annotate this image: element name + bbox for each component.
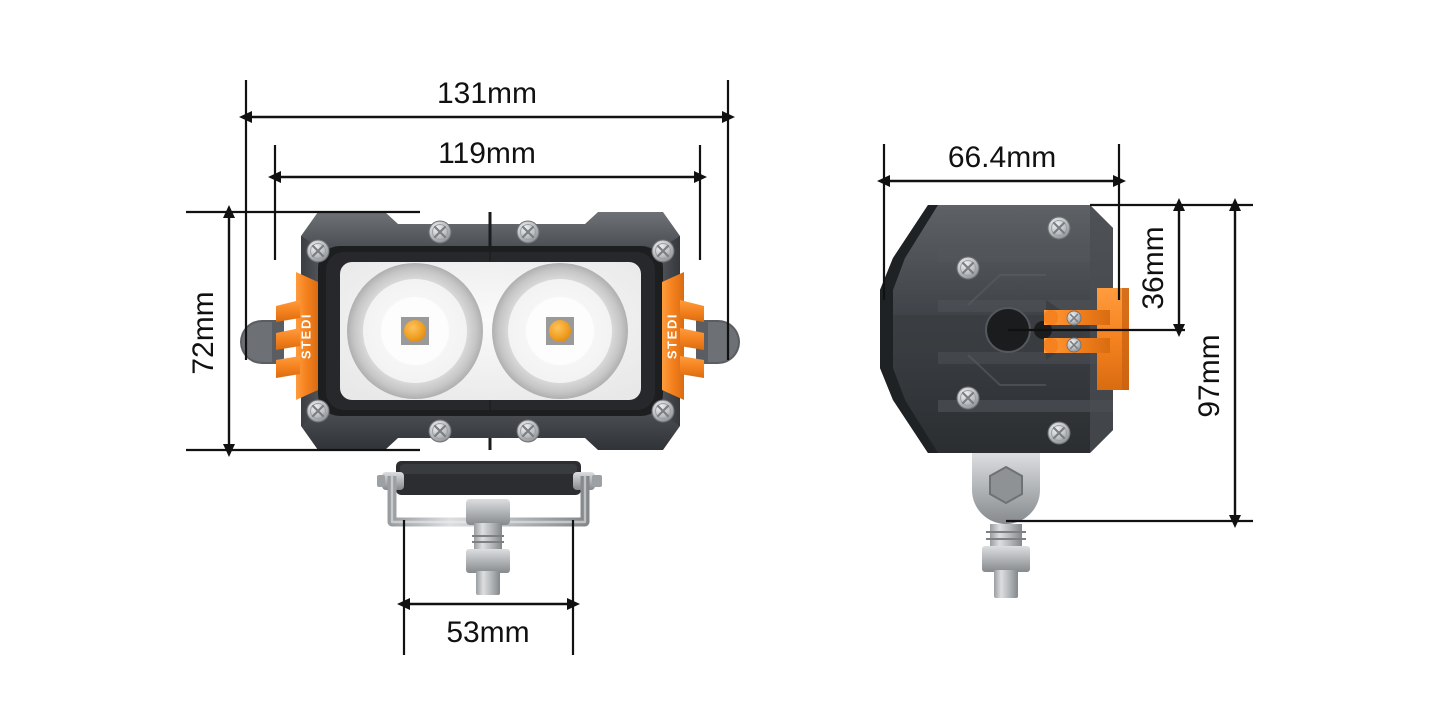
dim-label-119mm: 119mm — [438, 137, 536, 170]
front-view-product: STEDI STEDI — [240, 212, 740, 595]
housing-screw — [650, 238, 676, 264]
housing-screw — [650, 398, 676, 424]
front-view-dimensions: 131mm 119mm 72mm 53mm — [186, 77, 735, 655]
side-housing-screw — [1046, 420, 1072, 446]
led-reflector — [492, 263, 628, 399]
housing-screw — [305, 398, 331, 424]
dim-label-131mm: 131mm — [437, 77, 537, 110]
housing-screw — [427, 418, 453, 444]
side-bracket-orange — [1044, 288, 1129, 390]
side-housing-screw — [955, 255, 981, 281]
front-mount-bracket — [377, 461, 602, 595]
dim-label-97mm: 97mm — [1193, 334, 1226, 417]
brand-badge-right: STEDI — [664, 313, 679, 359]
dim-label-36mm: 36mm — [1137, 226, 1170, 309]
bracket-right: STEDI — [662, 272, 704, 400]
dim-label-53mm: 53mm — [446, 616, 529, 649]
bracket-screw — [1066, 310, 1082, 326]
dim-label-664mm: 66.4mm — [948, 141, 1056, 174]
housing-screw — [305, 238, 331, 264]
front-housing — [301, 212, 680, 450]
side-view-dimensions: 66.4mm 36mm 97mm — [877, 141, 1253, 528]
dim-label-72mm: 72mm — [187, 291, 220, 374]
bracket-screw — [1066, 337, 1082, 353]
housing-screw — [515, 219, 541, 245]
housing-screw — [515, 418, 541, 444]
brand-badge-left: STEDI — [298, 313, 313, 359]
front-pivot-studs — [240, 320, 740, 364]
side-mount-bracket — [972, 453, 1040, 598]
led-reflector — [347, 263, 483, 399]
side-housing-screw — [955, 385, 981, 411]
side-housing-screw — [1046, 215, 1072, 241]
bracket-left: STEDI — [276, 272, 318, 400]
housing-screw — [427, 219, 453, 245]
